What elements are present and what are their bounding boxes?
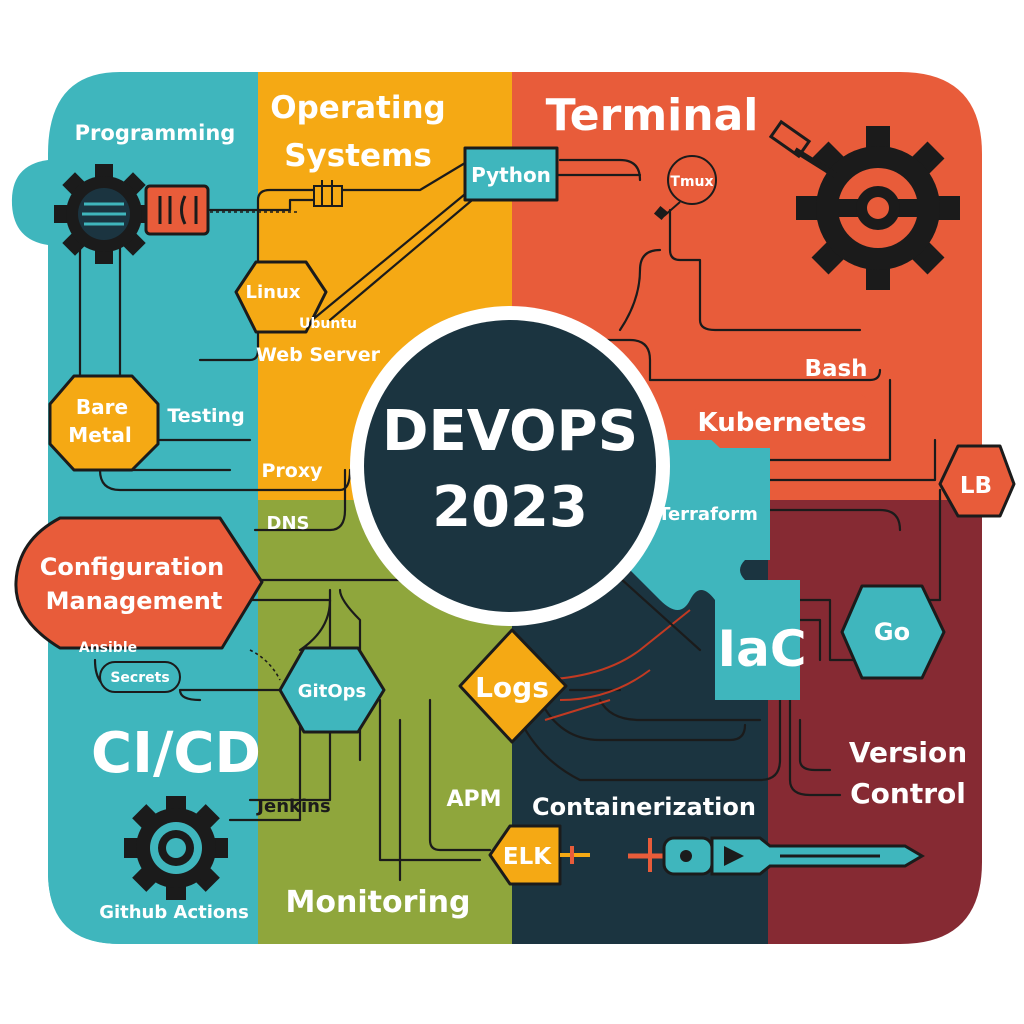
book-icon xyxy=(144,184,210,236)
elk-label: ELK xyxy=(503,844,552,870)
testing-label: Testing xyxy=(167,405,244,427)
go-node[interactable]: Go xyxy=(840,584,946,680)
configuration-management-node[interactable]: Configuration Management Ansible xyxy=(14,516,264,656)
secrets-node[interactable]: Secrets xyxy=(99,661,181,693)
gitops-label: GitOps xyxy=(298,681,366,702)
proxy-label: Proxy xyxy=(262,460,324,482)
section-title-systems: Systems xyxy=(284,138,432,174)
section-title-version: Version xyxy=(849,736,967,769)
config-line2: Management xyxy=(46,587,223,615)
bare-metal-line1: Bare xyxy=(76,395,128,419)
panel-version-control xyxy=(768,500,982,944)
gitops-node[interactable]: GitOps xyxy=(278,646,386,734)
bare-metal-line2: Metal xyxy=(68,423,131,447)
section-title-terminal: Terminal xyxy=(546,90,759,141)
tmux-label: Tmux xyxy=(670,174,713,190)
go-label: Go xyxy=(874,618,910,646)
gear-icon xyxy=(54,164,154,264)
ansible-label: Ansible xyxy=(79,640,137,656)
tmux-node[interactable]: Tmux xyxy=(653,155,717,221)
bash-label: Bash xyxy=(804,356,867,382)
section-title-programming: Programming xyxy=(75,121,236,145)
lb-node[interactable]: LB xyxy=(938,444,1016,518)
tools-icon xyxy=(313,180,343,207)
section-title-containerization: Containerization xyxy=(532,793,756,821)
left-bump xyxy=(11,160,48,245)
center-year: 2023 xyxy=(432,475,588,540)
linux-label: Linux xyxy=(246,282,301,303)
config-line1: Configuration xyxy=(40,553,225,581)
center-title: DEVOPS xyxy=(382,399,638,464)
secrets-label: Secrets xyxy=(110,670,169,686)
kubernetes-label: Kubernetes xyxy=(698,408,867,438)
jenkins-label: Jenkins xyxy=(255,796,330,817)
bare-metal-node[interactable]: Bare Metal xyxy=(48,374,160,472)
section-title-iac: IaC xyxy=(717,620,806,678)
python-node[interactable]: Python xyxy=(463,146,559,202)
section-title-operating: Operating xyxy=(270,90,445,126)
logs-label: Logs xyxy=(475,671,549,704)
kubernetes-shape xyxy=(690,392,872,448)
python-label: Python xyxy=(471,163,551,187)
section-title-cicd: CI/CD xyxy=(91,721,261,786)
section-title-control: Control xyxy=(850,777,966,810)
web-server-label: Web Server xyxy=(256,344,381,366)
github-actions-label: Github Actions xyxy=(99,902,249,923)
lb-label: LB xyxy=(960,473,992,499)
screwdriver-icon xyxy=(628,836,925,876)
apm-label: APM xyxy=(446,787,501,812)
gear-icon xyxy=(124,796,228,900)
dns-label: DNS xyxy=(267,513,310,534)
wrench-icon xyxy=(768,119,837,178)
center-badge: DEVOPS 2023 xyxy=(350,306,670,626)
ubuntu-label: Ubuntu xyxy=(299,316,357,332)
logs-node[interactable]: Logs xyxy=(458,628,568,744)
section-title-monitoring: Monitoring xyxy=(286,885,471,920)
gear-icon xyxy=(796,126,960,290)
terraform-label: Terraform xyxy=(658,504,758,525)
linux-node[interactable]: Linux xyxy=(234,260,328,334)
elk-node[interactable]: ELK xyxy=(488,824,590,886)
